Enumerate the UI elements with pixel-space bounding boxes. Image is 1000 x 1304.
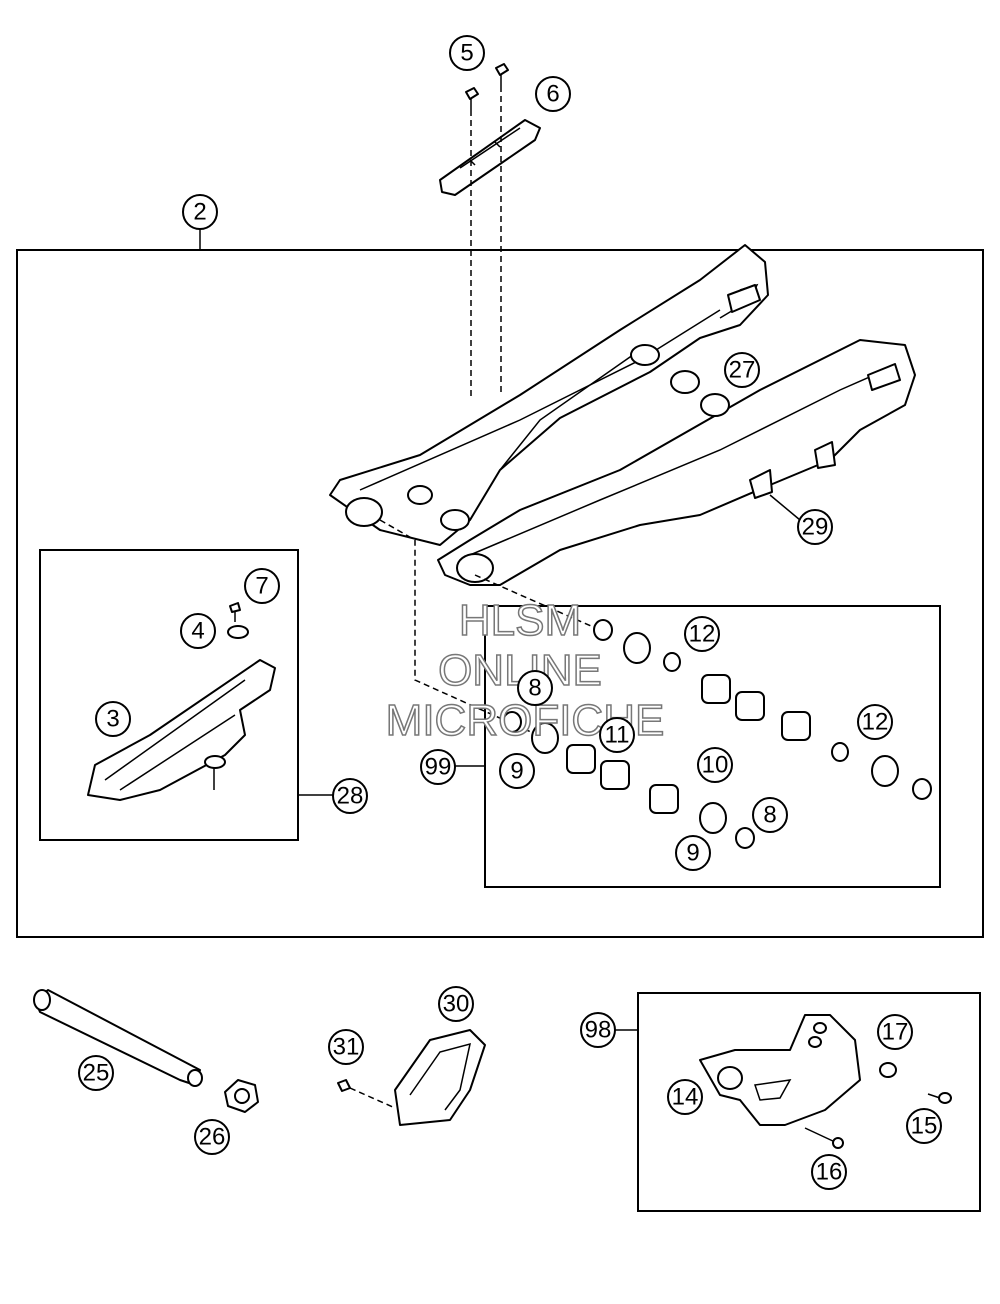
washer-4	[227, 625, 249, 639]
swingarm-group-box	[16, 249, 984, 938]
callout-7-label: 7	[255, 573, 268, 600]
callout-98: 98	[580, 1012, 616, 1048]
bolt-15	[927, 1092, 952, 1104]
callout-9-lower: 9	[675, 835, 711, 871]
bolt-6	[495, 63, 509, 86]
chain-guide	[394, 1029, 486, 1126]
callout-12-upper: 12	[684, 616, 720, 652]
callout-14-label: 14	[672, 1084, 699, 1111]
washer-17	[879, 1062, 897, 1078]
bolt-7	[229, 602, 241, 622]
callout-12-upper-label: 12	[689, 621, 716, 648]
chain-slider	[87, 659, 276, 801]
chain-slider-guide	[439, 119, 541, 196]
callout-29-label: 29	[802, 514, 829, 541]
callout-25-label: 25	[83, 1060, 110, 1087]
callout-3: 3	[95, 701, 131, 737]
axle-nut	[224, 1079, 259, 1113]
callout-25: 25	[78, 1055, 114, 1091]
callout-5: 5	[449, 35, 485, 71]
callout-8-lower: 8	[752, 797, 788, 833]
callout-16-label: 16	[816, 1159, 843, 1186]
chain-guide-group-box	[637, 992, 981, 1212]
callout-9-upper-label: 9	[510, 758, 523, 785]
screw-16	[804, 1127, 844, 1149]
callout-4: 4	[180, 613, 216, 649]
callout-27-label: 27	[729, 357, 756, 384]
callout-28: 28	[332, 778, 368, 814]
callout-8-lower-label: 8	[763, 802, 776, 829]
bearing-row-upper	[593, 619, 932, 800]
callout-99: 99	[420, 749, 456, 785]
callout-29: 29	[797, 509, 833, 545]
chain-slider-group-box	[39, 549, 299, 841]
callout-10: 10	[697, 747, 733, 783]
bearing-kit-group-box	[484, 605, 941, 888]
callout-5-label: 5	[460, 40, 473, 67]
callout-2-label: 2	[193, 199, 206, 226]
bolt-5	[465, 87, 479, 110]
callout-3-label: 3	[106, 706, 119, 733]
callout-4-label: 4	[191, 618, 204, 645]
watermark: HLSM ONLINE MICROFICHE	[385, 595, 665, 746]
callout-15-label: 15	[911, 1113, 938, 1140]
callout-8-upper-label: 8	[528, 675, 541, 702]
callout-98-label: 98	[585, 1017, 612, 1044]
callout-8-upper: 8	[517, 670, 553, 706]
bolt-31	[337, 1079, 396, 1109]
callout-26: 26	[194, 1119, 230, 1155]
callout-16: 16	[811, 1154, 847, 1190]
callout-6-label: 6	[546, 81, 559, 108]
callout-10-label: 10	[702, 752, 729, 779]
callout-6: 6	[535, 76, 571, 112]
callout-30-label: 30	[443, 991, 470, 1018]
callout-2: 2	[182, 194, 218, 230]
watermark-line-1: HLSM	[459, 596, 581, 645]
callout-15: 15	[906, 1108, 942, 1144]
swingarm	[329, 244, 916, 586]
callout-11: 11	[599, 717, 635, 753]
callout-17-label: 17	[882, 1019, 909, 1046]
callout-30: 30	[438, 986, 474, 1022]
callout-31-label: 31	[333, 1034, 360, 1061]
callout-9-lower-label: 9	[686, 840, 699, 867]
bearing-row-lower	[502, 711, 755, 849]
swingarm-pivot-axle	[33, 989, 203, 1087]
callout-12-lower-label: 12	[862, 709, 889, 736]
callout-9-upper: 9	[499, 753, 535, 789]
callout-11-label: 11	[605, 722, 630, 749]
callout-28-label: 28	[337, 783, 364, 810]
callout-27: 27	[724, 352, 760, 388]
callout-7: 7	[244, 568, 280, 604]
callout-17: 17	[877, 1014, 913, 1050]
chain-guide-assembly	[699, 1014, 861, 1126]
callout-26-label: 26	[199, 1124, 226, 1151]
callout-12-lower: 12	[857, 704, 893, 740]
callout-14: 14	[667, 1079, 703, 1115]
callout-99-label: 99	[425, 754, 452, 781]
callout-31: 31	[328, 1029, 364, 1065]
plug-pair	[670, 370, 730, 417]
